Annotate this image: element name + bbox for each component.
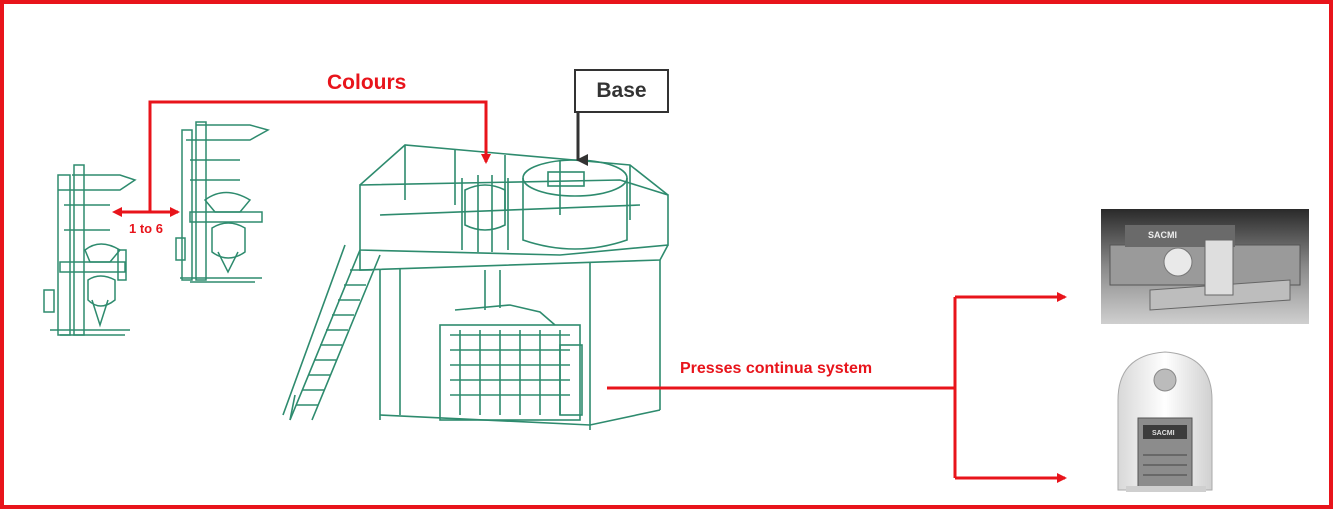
- platform-silo-icon: [282, 144, 669, 430]
- presses-connector: [607, 292, 1067, 483]
- feeder-machine-icon: [175, 121, 270, 283]
- base-callout: Base: [574, 69, 669, 113]
- presses-label: Presses continua system: [680, 360, 873, 377]
- one-to-six-label: 1 to 6: [129, 221, 163, 236]
- colours-connector: [148, 100, 491, 212]
- feeder-machine-icon: [43, 164, 137, 336]
- colours-label: Colours: [327, 71, 407, 94]
- continua-press-icon: SACMI: [1101, 209, 1309, 324]
- svg-text:SACMI: SACMI: [1152, 430, 1175, 437]
- svg-text:SACMI: SACMI: [1148, 230, 1177, 240]
- single-press-icon: SACMI: [1117, 351, 1213, 492]
- base-label: Base: [596, 79, 647, 102]
